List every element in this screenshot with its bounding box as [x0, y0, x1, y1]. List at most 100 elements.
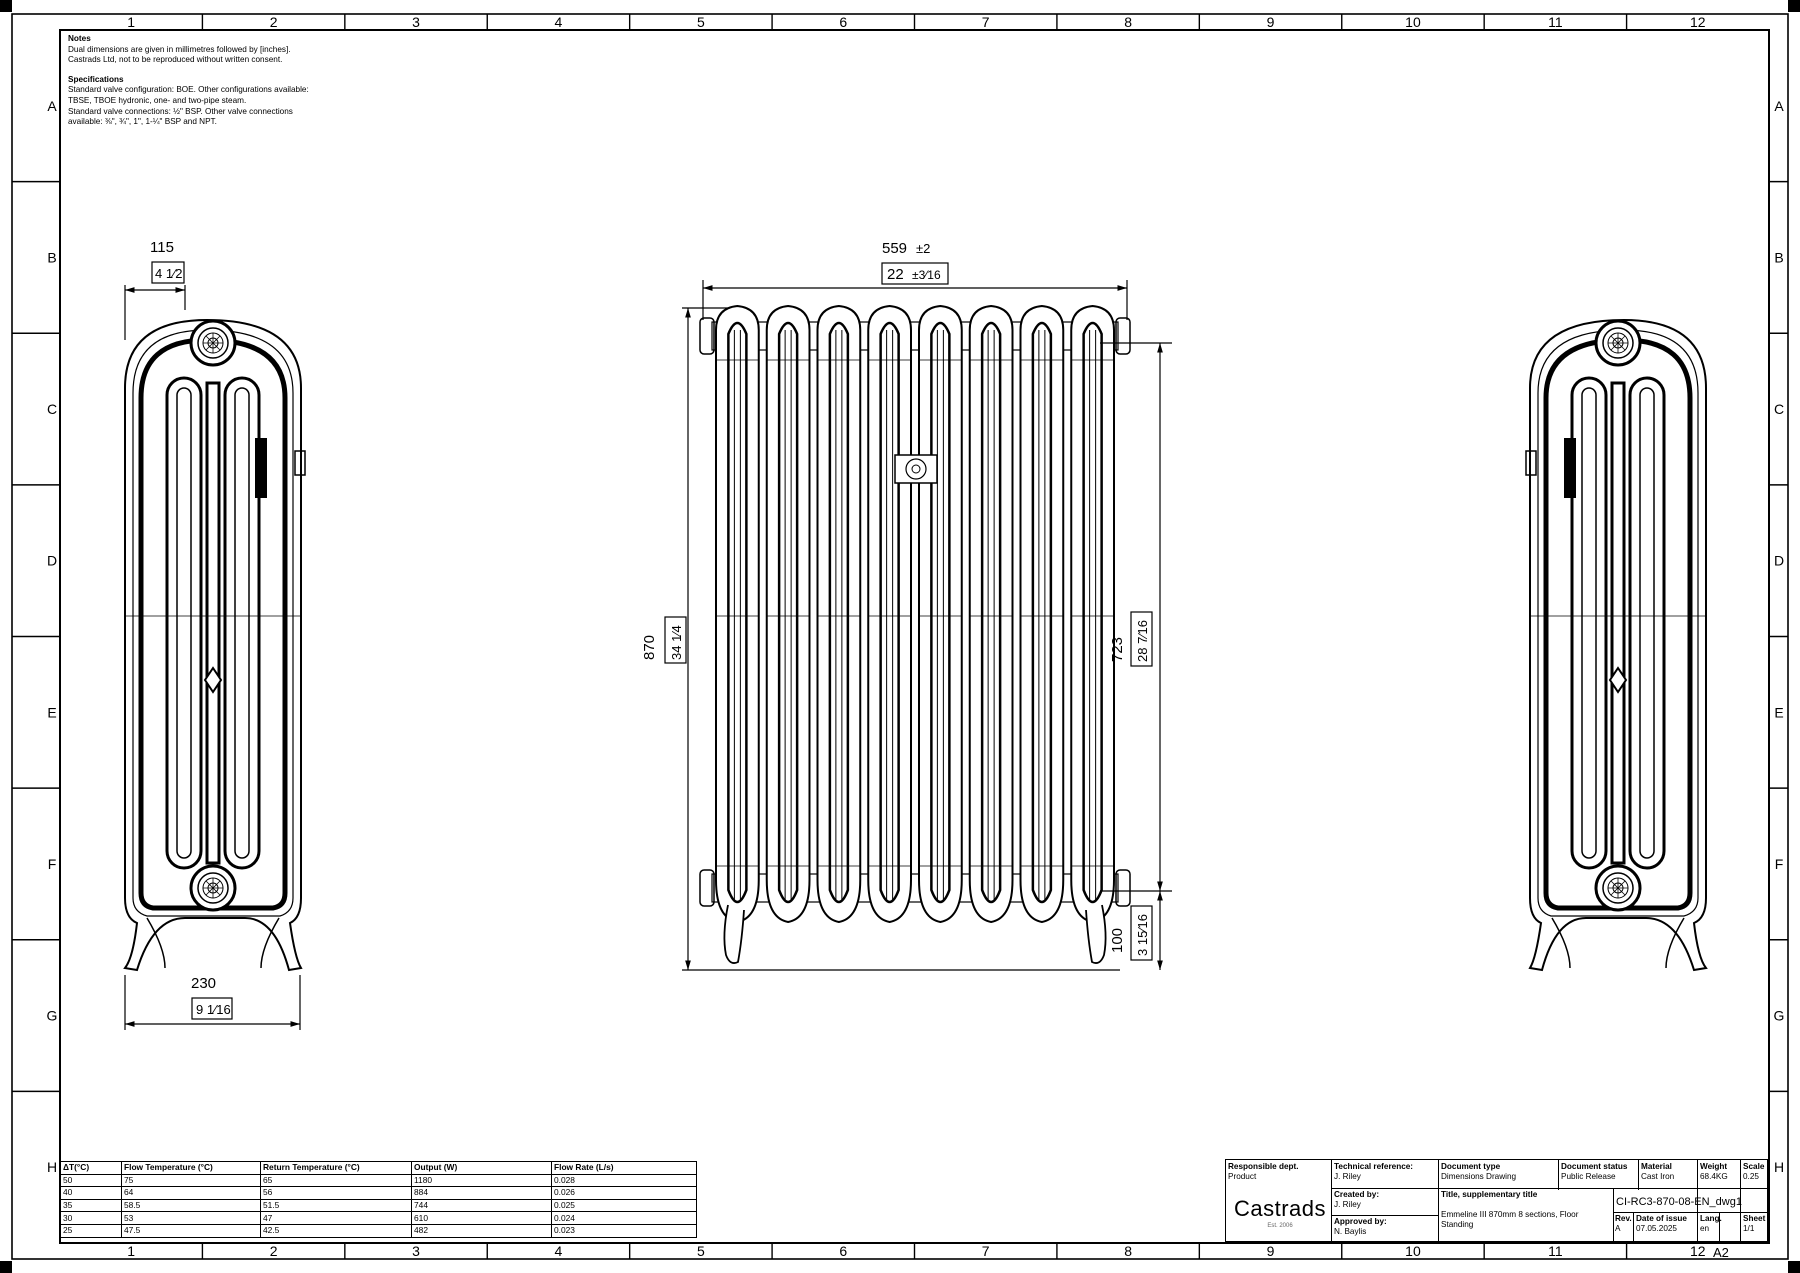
grid-column-label: 4: [555, 1243, 563, 1259]
grid-column-label: 1: [127, 14, 135, 30]
document-status-cell: Document status Public Release: [1561, 1162, 1636, 1182]
grid-row-label: D: [47, 553, 57, 569]
table-row: 25 47.5 42.5 482 0.023: [60, 1223, 697, 1238]
title-label: Title, supplementary title: [1441, 1190, 1538, 1199]
dim-floor-mm: 100: [1109, 928, 1126, 953]
table-cell: 42.5: [260, 1223, 412, 1238]
col-header-delta-t: ΔT(°C): [60, 1161, 122, 1175]
radiator-section: [816, 304, 862, 924]
grid-column-label: 3: [412, 1243, 420, 1259]
grid-column-label: 12: [1690, 1243, 1706, 1259]
title-block: Responsible dept. Product Technical refe…: [1225, 1159, 1769, 1243]
radiator-section: [715, 304, 760, 924]
table-cell: 53: [121, 1211, 261, 1225]
lang-cell: Lang. en: [1700, 1214, 1738, 1234]
col-header-return-temp: Return Temperature (°C): [260, 1161, 412, 1175]
dim-height-in: 34 1⁄4: [669, 625, 684, 660]
grid-row-label: C: [47, 401, 57, 417]
col-header-flow-temp: Flow Temperature (°C): [121, 1161, 261, 1175]
table-row: 35 58.5 51.5 744 0.025: [60, 1198, 697, 1213]
grid-column-label: 12: [1690, 14, 1706, 30]
material-label: Material: [1641, 1162, 1672, 1171]
table-row: 30 53 47 610 0.024: [60, 1211, 697, 1225]
grid-column-label: 9: [1267, 1243, 1275, 1259]
castrads-badge: [894, 454, 938, 484]
radiator-section: [1070, 304, 1115, 924]
frame-grid-ticks: [12, 14, 1788, 1259]
document-type-cell: Document type Dimensions Drawing: [1441, 1162, 1556, 1182]
logo-est: Est. 2006: [1267, 1223, 1293, 1229]
grid-column-label: 6: [839, 1243, 847, 1259]
dim-length-tol-in: ±3⁄16: [912, 268, 941, 282]
grid-column-label: 10: [1405, 1243, 1421, 1259]
scale-value: 0.25: [1743, 1172, 1759, 1181]
grid-column-label: 8: [1124, 1243, 1132, 1259]
radiator-section: [968, 304, 1014, 924]
approved-by-value: N. Baylis: [1334, 1227, 1367, 1236]
created-by-cell: Created by: J. Riley: [1334, 1190, 1436, 1210]
created-by-value: J. Riley: [1334, 1200, 1361, 1209]
technical-reference-label: Technical reference:: [1334, 1162, 1414, 1171]
heat-output-table: ΔT(°C) Flow Temperature (°C) Return Temp…: [60, 1161, 697, 1238]
document-type-value: Dimensions Drawing: [1441, 1172, 1517, 1181]
material-value: Cast Iron: [1641, 1172, 1675, 1181]
radiator-section: [1019, 304, 1065, 924]
grid-row-label: F: [48, 856, 57, 872]
title-cell: Title, supplementary title Emmeline III …: [1441, 1190, 1609, 1230]
technical-reference-cell: Technical reference: J. Riley: [1334, 1162, 1436, 1182]
table-cell: 51.5: [260, 1198, 412, 1213]
document-number: CI-RC3-870-08-EN_dwg1: [1616, 1196, 1742, 1208]
sheet-cell: Sheet 1/1: [1743, 1214, 1768, 1234]
weight-value: 68.4KG: [1700, 1172, 1728, 1181]
dim-depth-in: 9 1⁄16: [196, 1002, 231, 1017]
weight-cell: Weight 68.4KG: [1700, 1162, 1738, 1182]
front-view: [699, 304, 1131, 964]
table-cell: 65: [260, 1173, 412, 1188]
grid-row-label: H: [1774, 1159, 1784, 1175]
date-value: 07.05.2025: [1636, 1224, 1677, 1233]
grid-column-label: 3: [412, 14, 420, 30]
scale-cell: Scale 0.25: [1743, 1162, 1768, 1182]
grid-column-label: 6: [839, 14, 847, 30]
table-cell: 0.028: [551, 1173, 697, 1188]
table-cell: 0.025: [551, 1198, 697, 1213]
approved-by-label: Approved by:: [1334, 1217, 1387, 1226]
technical-reference-value: J. Riley: [1334, 1172, 1361, 1181]
grid-row-label: H: [47, 1159, 57, 1175]
drawing-title: Emmeline III 870mm 8 sections, Floor Sta…: [1441, 1210, 1579, 1229]
sheet-value: 1/1: [1743, 1224, 1755, 1233]
table-header-row: ΔT(°C) Flow Temperature (°C) Return Temp…: [60, 1161, 697, 1175]
table-cell: 30: [60, 1211, 122, 1225]
grid-column-label: 2: [270, 14, 278, 30]
table-cell: 25: [60, 1223, 122, 1238]
dimension-lines: [124, 261, 1172, 1030]
created-by-label: Created by:: [1334, 1190, 1380, 1199]
notes-line: Dual dimensions are given in millimetres…: [68, 44, 291, 54]
grid-column-label: 11: [1548, 1243, 1563, 1259]
side-view-right: [1526, 320, 1706, 970]
dim-side-width-mm: 115: [150, 239, 174, 256]
grid-column-label: 11: [1548, 14, 1563, 30]
grid-row-label: E: [1774, 704, 1783, 720]
grid-row-label: G: [1774, 1008, 1785, 1024]
paper-size-label: A2: [1713, 1245, 1729, 1260]
dim-side-width-in: 4 1⁄2: [155, 266, 182, 281]
table-cell: 1180: [411, 1173, 552, 1188]
grid-column-label: 9: [1267, 14, 1275, 30]
radiator-section: [765, 304, 811, 924]
weight-label: Weight: [1700, 1162, 1728, 1171]
table-cell: 35: [60, 1198, 122, 1213]
grid-row-label: G: [47, 1008, 58, 1024]
grid-row-label: B: [47, 249, 56, 265]
col-header-flow-rate: Flow Rate (L/s): [551, 1161, 697, 1175]
grid-row-label: E: [47, 704, 56, 720]
table-cell: 744: [411, 1198, 552, 1213]
grid-row-label: F: [1775, 856, 1784, 872]
grid-column-label: 5: [697, 14, 705, 30]
radiator-section: [918, 304, 963, 924]
table-cell: 50: [60, 1173, 122, 1188]
specifications-heading: Specifications: [68, 74, 124, 84]
grid-column-label: 8: [1124, 14, 1132, 30]
drawing-notes: Notes Dual dimensions are given in milli…: [68, 34, 368, 128]
